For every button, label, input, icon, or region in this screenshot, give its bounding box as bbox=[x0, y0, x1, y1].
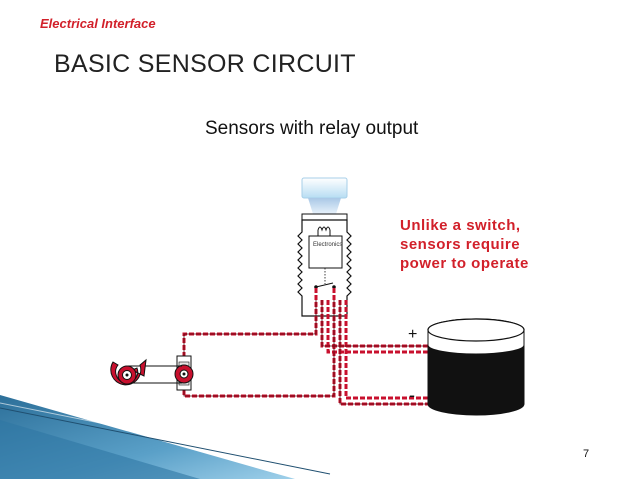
callout-text: Unlike a switch, sensors require power t… bbox=[400, 216, 529, 273]
load-relay bbox=[128, 355, 194, 391]
negative-terminal-label: - bbox=[409, 385, 415, 405]
page-number: 7 bbox=[583, 448, 590, 460]
power-source bbox=[427, 318, 525, 416]
callout-line-3: power to operate bbox=[400, 255, 529, 272]
sensor-body: Electronics bbox=[297, 213, 352, 317]
slide-subtitle: Sensors with relay output bbox=[205, 118, 419, 139]
positive-terminal-label: + bbox=[408, 326, 418, 343]
pulley-icon bbox=[110, 358, 147, 386]
slide-tag: Electrical Interface bbox=[40, 16, 156, 31]
target-object bbox=[301, 177, 348, 214]
electronics-label: Electronics bbox=[313, 242, 342, 248]
callout-line-1: Unlike a switch, bbox=[400, 217, 521, 234]
callout-line-2: sensors require bbox=[400, 236, 521, 253]
decorative-corner bbox=[0, 395, 331, 479]
slide-title: BASIC SENSOR CIRCUIT bbox=[54, 50, 356, 78]
wire-cores bbox=[183, 300, 428, 405]
